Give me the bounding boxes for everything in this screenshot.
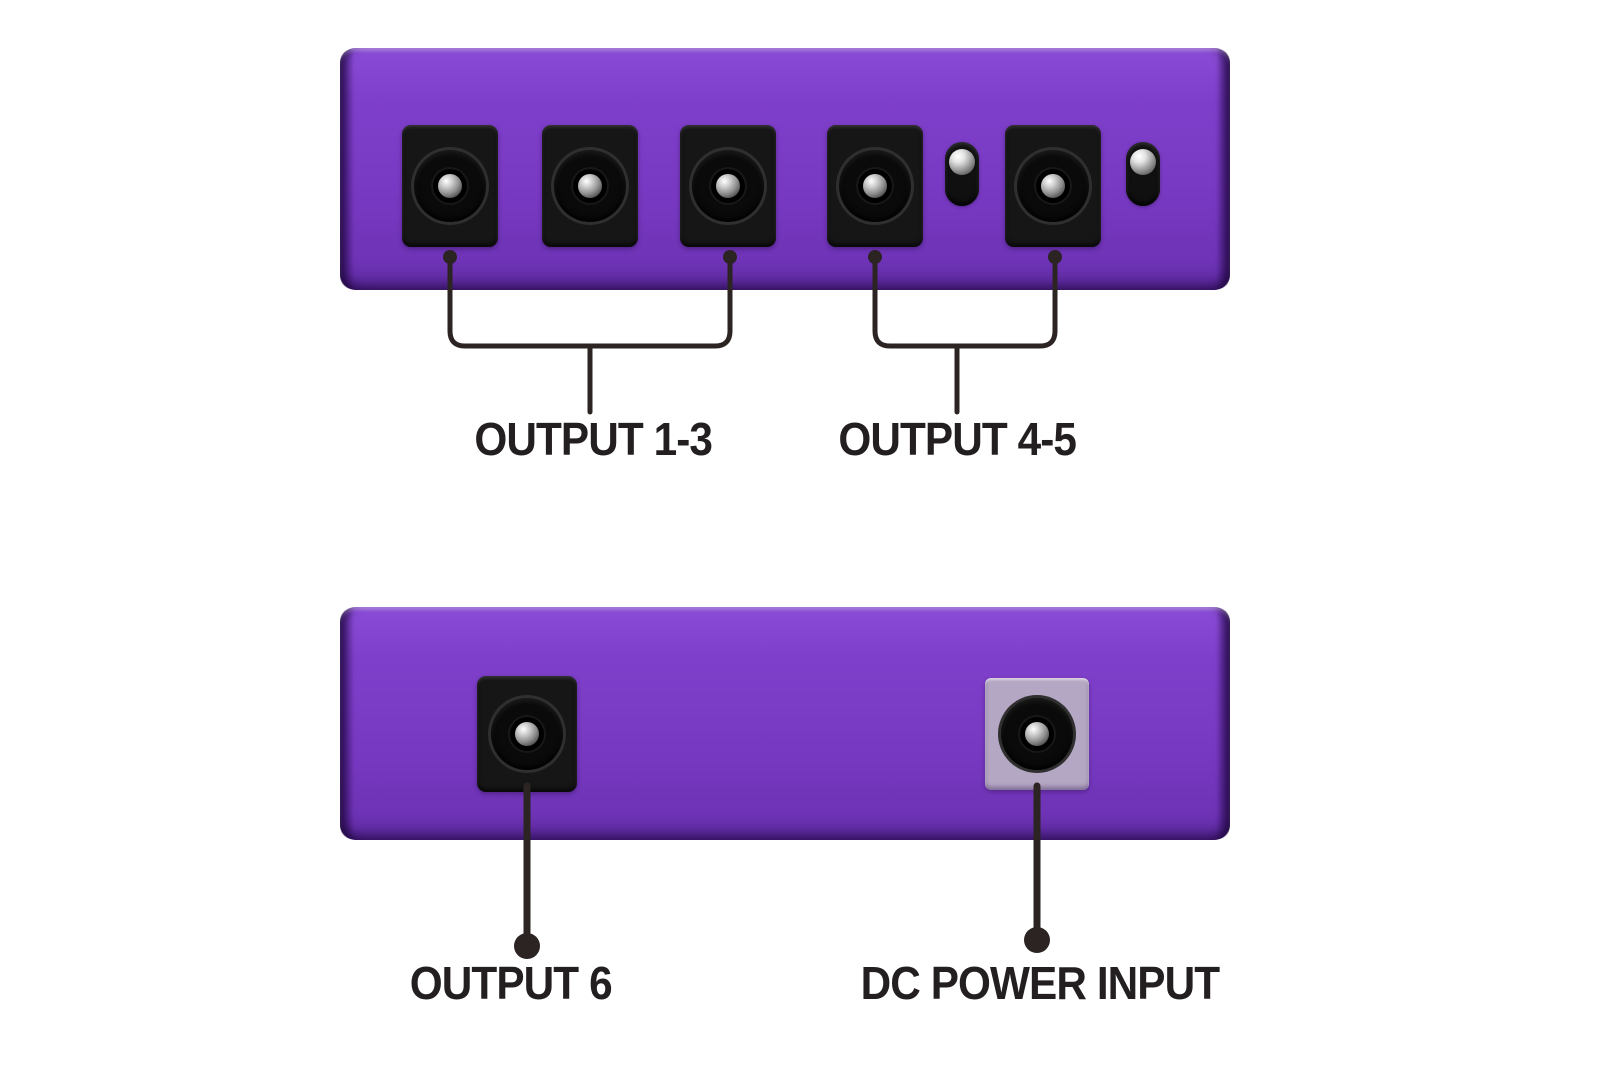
dc-output-jack-1 [402,125,498,247]
jack-center-pin [863,174,887,198]
callout-dot-large [514,933,540,959]
dc-output-jack-6 [477,676,577,792]
callout-label-output-4-5: OUTPUT 4-5 [697,416,1217,462]
dc-power-input-plate [985,678,1089,790]
jack-center-pin [1041,174,1065,198]
thumbscrew-head [949,149,975,175]
chassis-left-edge [340,48,354,290]
label-text-output-4-5: OUTPUT 4-5 [838,413,1077,465]
jack-barrel-opening [1017,150,1089,222]
chassis-left-edge [340,607,354,840]
label-text-dc-power-input: DC POWER INPUT [860,957,1221,1009]
jack-center-pin [716,174,740,198]
thumbscrew-slot-2 [1126,142,1160,206]
dc-output-jack-4 [827,125,923,247]
jack-barrel-opening [1001,698,1073,770]
dc-output-jack-3 [680,125,776,247]
callout-dot-large [1024,927,1050,953]
power-supply-rear-panel [340,48,1230,290]
dc-output-jack-2 [542,125,638,247]
callout-label-output-1-3: OUTPUT 1-3 [333,416,853,462]
label-text-output-1-3: OUTPUT 1-3 [474,413,713,465]
chassis-right-edge [1216,607,1230,840]
chassis-right-edge [1216,48,1230,290]
jack-center-pin [1025,722,1049,746]
thumbscrew-slot-1 [945,142,979,206]
power-supply-side-panel [340,607,1230,840]
jack-barrel-opening [414,150,486,222]
callout-label-output-6: OUTPUT 6 [251,960,771,1006]
jack-center-pin [578,174,602,198]
jack-barrel-opening [692,150,764,222]
jack-center-pin [515,722,539,746]
jack-barrel-opening [491,698,563,770]
callout-label-dc-power-input: DC POWER INPUT [780,960,1300,1006]
jack-barrel-opening [839,150,911,222]
jack-center-pin [438,174,462,198]
jack-barrel-opening [554,150,626,222]
label-text-output-6: OUTPUT 6 [410,957,613,1009]
dc-output-jack-5 [1005,125,1101,247]
thumbscrew-head [1130,149,1156,175]
